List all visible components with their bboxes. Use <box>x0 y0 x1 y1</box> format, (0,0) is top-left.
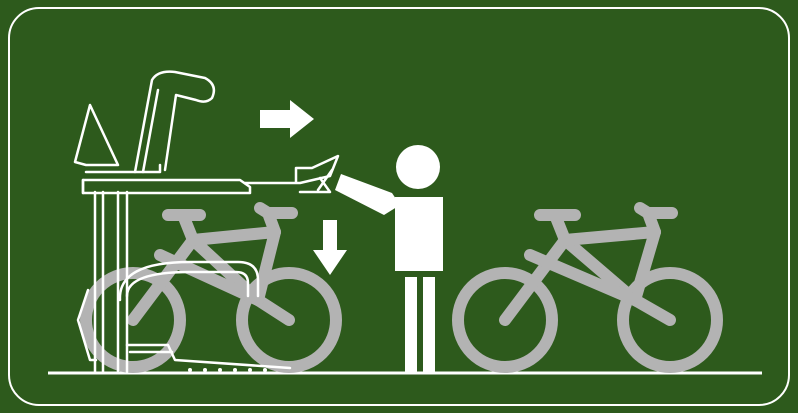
person-head <box>396 145 440 189</box>
person-left-leg <box>405 277 417 373</box>
person-right-leg <box>423 277 435 373</box>
person-arm <box>335 174 400 215</box>
arrow-right-icon <box>260 100 314 138</box>
sign-border <box>8 7 790 406</box>
two-tier-bike-rack-icon <box>73 70 340 374</box>
bicycle-icon <box>80 202 342 373</box>
rail-rivets <box>188 368 267 372</box>
bicycle-icon <box>452 202 723 373</box>
person-icon <box>335 145 443 373</box>
person-torso <box>395 197 443 271</box>
arrow-down-icon <box>313 220 347 275</box>
